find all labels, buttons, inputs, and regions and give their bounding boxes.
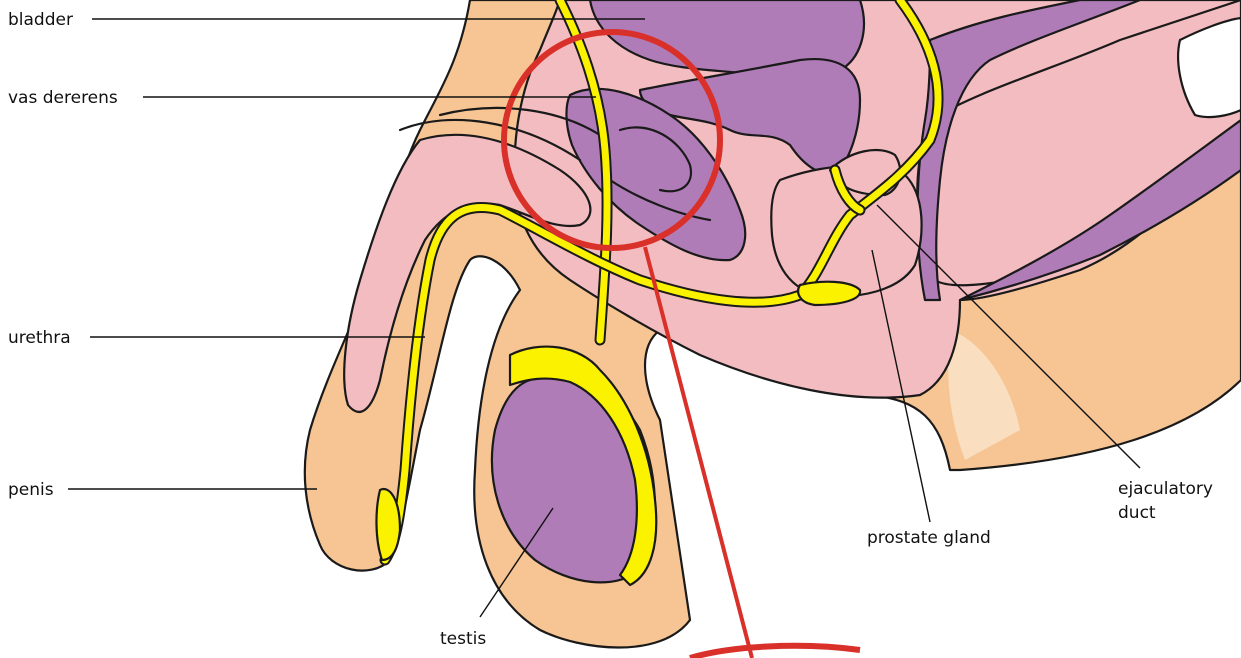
urethra-label: urethra: [8, 328, 71, 348]
vas-deferens-label: vas dererens: [8, 88, 118, 108]
ejaculatory-duct-label-line2: duct: [1118, 503, 1156, 523]
penis-label: penis: [8, 480, 54, 500]
zoom-target-arc: [690, 646, 860, 658]
prostate-gland-label: prostate gland: [867, 528, 991, 548]
ejaculatory-duct-label-line1: ejaculatory: [1118, 479, 1213, 499]
testis-label: testis: [440, 629, 486, 649]
bladder-label: bladder: [8, 10, 73, 30]
